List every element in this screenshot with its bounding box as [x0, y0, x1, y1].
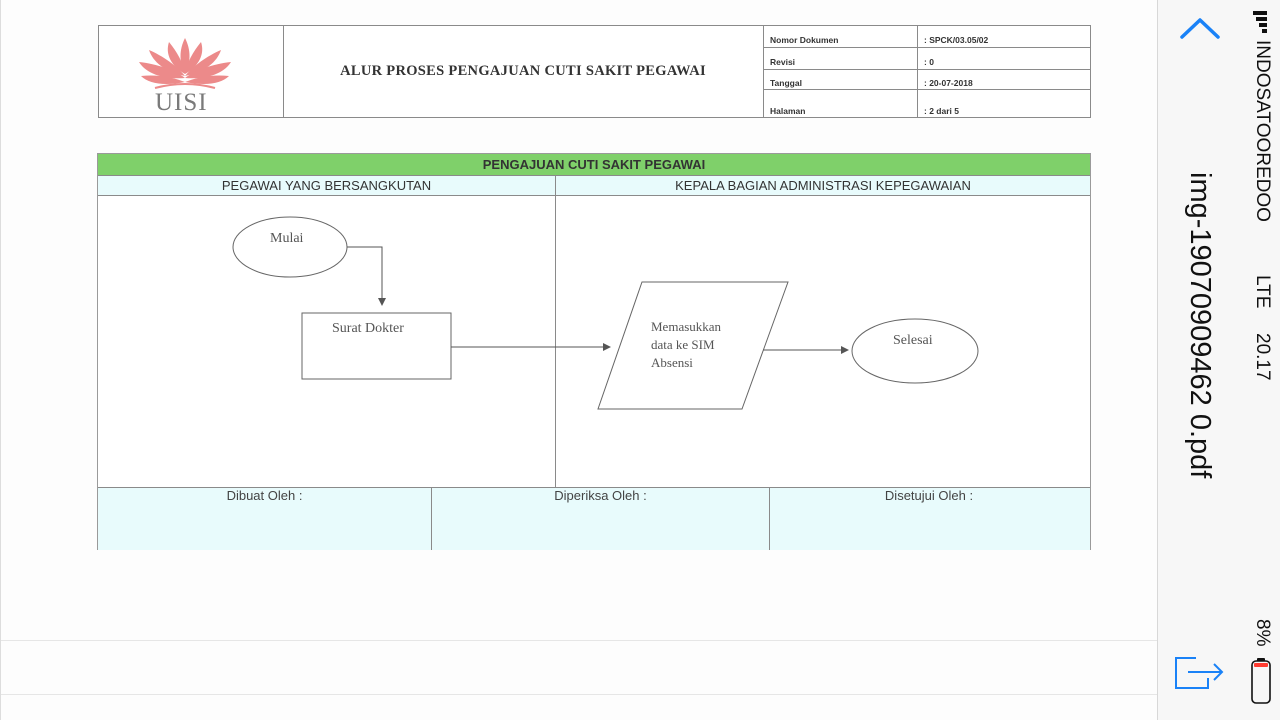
signature-row: Dibuat Oleh : Diperiksa Oleh : Disetujui… [98, 487, 1090, 550]
document-label: Surat Dokter [332, 321, 404, 336]
input-label-line3: Absensi [651, 355, 693, 370]
meta-value: : 0 [924, 57, 934, 67]
arrow-start-to-doc [347, 246, 386, 306]
flowchart-table: PENGAJUAN CUTI SAKIT PEGAWAI PEGAWAI YAN… [97, 153, 1091, 550]
signature-cell-checked: Diperiksa Oleh : [432, 488, 769, 550]
lane-divider [555, 176, 556, 488]
lane-header-admin: KEPALA BAGIAN ADMINISTRASI KEPEGAWAIAN [556, 176, 1090, 196]
chevron-up-icon[interactable] [1178, 15, 1222, 41]
start-label: Mulai [270, 231, 304, 246]
logo-text: UISI [155, 89, 208, 116]
end-node [851, 318, 979, 384]
input-label-line2: data ke SIM [651, 337, 715, 352]
share-icon[interactable] [1174, 652, 1228, 692]
viewer-toolbar: img-19070909462 0.pdf INDOSATOOREDOO LTE… [1157, 0, 1280, 720]
signature-label: Diperiksa Oleh : [554, 488, 647, 503]
flowchart-title: PENGAJUAN CUTI SAKIT PEGAWAI [98, 154, 1090, 176]
lane-header-employee: PEGAWAI YANG BERSANGKUTAN [98, 176, 555, 196]
document-title: ALUR PROSES PENGAJUAN CUTI SAKIT PEGAWAI [340, 63, 706, 79]
document-meta: Nomor Dokumen : SPCK/03.05/02 Revisi : 0… [764, 26, 1090, 117]
battery-icon [1251, 658, 1271, 704]
signature-cell-approved: Disetujui Oleh : [770, 488, 1088, 550]
meta-key: Nomor Dokumen [770, 35, 839, 45]
carrier-name: INDOSATOOREDOO [1252, 40, 1273, 222]
signature-label: Disetujui Oleh : [884, 488, 974, 503]
flowchart-diagram [232, 216, 979, 410]
input-label-line1: Memasukkan [651, 319, 722, 334]
signal-icon [1253, 11, 1267, 33]
signature-label: Dibuat Oleh : [226, 488, 303, 503]
meta-key: Halaman [770, 106, 806, 116]
pdf-page-viewer[interactable]: UISI ALUR PROSES PENGAJUAN CUTI SAKIT PE… [0, 0, 1158, 720]
network-type: LTE [1252, 275, 1273, 309]
signature-cell-created: Dibuat Oleh : [98, 488, 431, 550]
start-node [232, 216, 348, 278]
meta-value: : SPCK/03.05/02 [924, 35, 989, 45]
logo-cell: UISI [99, 26, 284, 117]
document-title-cell: ALUR PROSES PENGAJUAN CUTI SAKIT PEGAWAI [283, 26, 764, 117]
status-time: 20.17 [1252, 333, 1273, 381]
battery-percent: 8% [1252, 619, 1273, 647]
meta-value: : 2 dari 5 [924, 106, 959, 116]
lotus-logo-icon [139, 38, 231, 89]
file-name: img-19070909462 0.pdf [1184, 172, 1216, 479]
meta-value: : 20-07-2018 [924, 78, 973, 88]
meta-key: Revisi [770, 57, 796, 67]
document-header-table: UISI ALUR PROSES PENGAJUAN CUTI SAKIT PE… [98, 25, 1091, 118]
input-node [597, 281, 789, 410]
meta-key: Tanggal [770, 78, 802, 88]
end-label: Selesai [893, 333, 933, 348]
document-node [301, 312, 452, 380]
